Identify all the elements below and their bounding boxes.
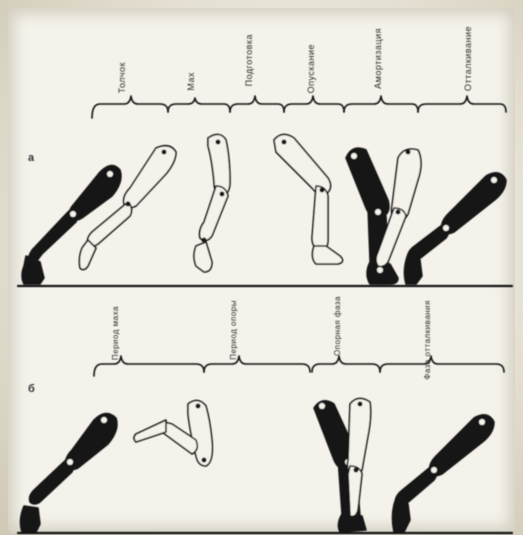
leg-figure: [274, 134, 343, 264]
leg-figure: [134, 400, 212, 466]
phase-brackets-top: [92, 96, 506, 118]
leg-figure: [392, 415, 494, 532]
leg-figure: [404, 173, 506, 284]
leg-figure: [20, 413, 117, 532]
leg-figure: [194, 134, 230, 272]
phase-brackets-bottom: [94, 356, 504, 376]
leg-figure: [347, 398, 370, 516]
leg-figure: [346, 148, 398, 284]
